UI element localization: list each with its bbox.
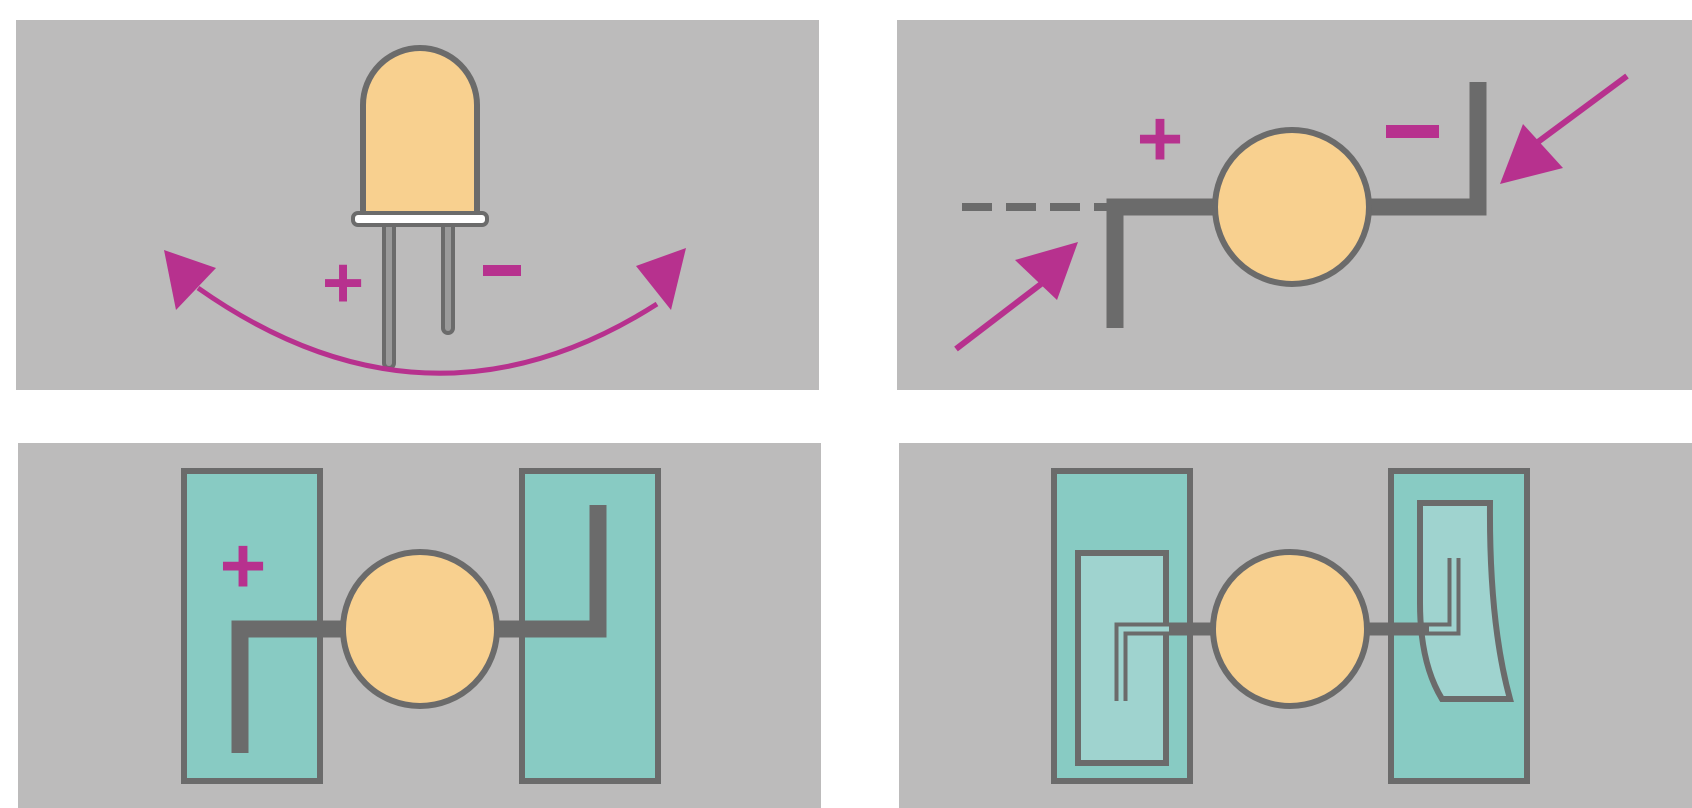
- right-solder-fillet: [1417, 500, 1514, 702]
- plus-sign: +: [1137, 94, 1184, 183]
- led-dome: [360, 45, 480, 218]
- led-soldered-figure: [1051, 468, 1530, 784]
- smd-led-figure: +: [954, 73, 1629, 352]
- led-component-figure: +: [164, 45, 686, 376]
- right-lead-inner: [1429, 558, 1457, 632]
- left-solder-fillet: [1075, 550, 1169, 766]
- led-cathode-leg-core: [445, 224, 451, 331]
- plus-sign: +: [220, 521, 267, 610]
- diagonal-arrow-icon: [1500, 73, 1629, 184]
- left-lead: [231, 620, 348, 753]
- curved-double-arrow-icon: [164, 248, 686, 376]
- left-lead-inner: [1118, 626, 1169, 701]
- minus-sign: [1386, 125, 1439, 138]
- panel-led-soldered: [899, 443, 1692, 808]
- plus-sign: +: [322, 243, 364, 323]
- led-on-pads-figure: +: [181, 468, 661, 784]
- left-lead: [1106, 198, 1227, 328]
- right-lead: [1357, 82, 1487, 216]
- diagonal-arrow-icon: [954, 242, 1078, 352]
- led-anode-leg-core: [386, 224, 392, 366]
- panel-smd-led: +: [897, 20, 1692, 390]
- panel-led-component: +: [16, 20, 819, 390]
- right-lead: [498, 505, 607, 638]
- minus-sign: [483, 265, 521, 276]
- led-flange: [351, 211, 489, 227]
- led-body: [1212, 127, 1372, 287]
- panel-led-on-pads: +: [18, 443, 821, 808]
- led-body: [340, 549, 500, 709]
- led-body: [1210, 549, 1370, 709]
